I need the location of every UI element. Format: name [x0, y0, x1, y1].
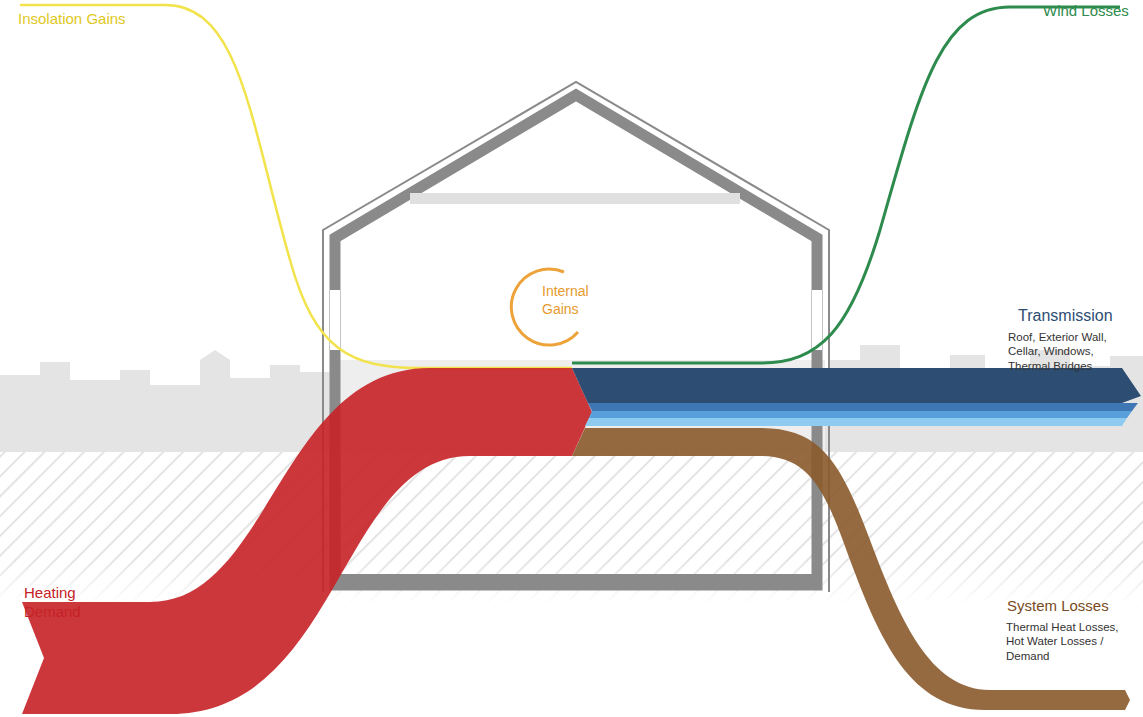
heating-demand-band	[22, 368, 592, 714]
flow-label: Heating Demand	[24, 584, 104, 622]
window-gap-right	[812, 290, 822, 350]
wind-line	[572, 7, 1120, 363]
house-outline	[323, 82, 829, 592]
flow-label: System Losses	[1007, 597, 1109, 616]
flow-description: Thermal Heat Losses, Hot Water Losses / …	[1006, 620, 1138, 663]
system-losses-band	[572, 428, 1130, 710]
ground-fade	[0, 560, 1143, 605]
flow-label: Insolation Gains	[18, 10, 126, 29]
flow-label: Transmission	[1018, 306, 1113, 326]
ceiling	[410, 193, 740, 204]
flow-label: Wind Losses	[1043, 2, 1129, 21]
transmission-band	[572, 368, 1141, 426]
flow-label: Internal Gains	[542, 283, 600, 318]
insolation-line	[20, 5, 572, 368]
flow-description: Roof, Exterior Wall, Cellar, Windows, Th…	[1008, 330, 1138, 373]
